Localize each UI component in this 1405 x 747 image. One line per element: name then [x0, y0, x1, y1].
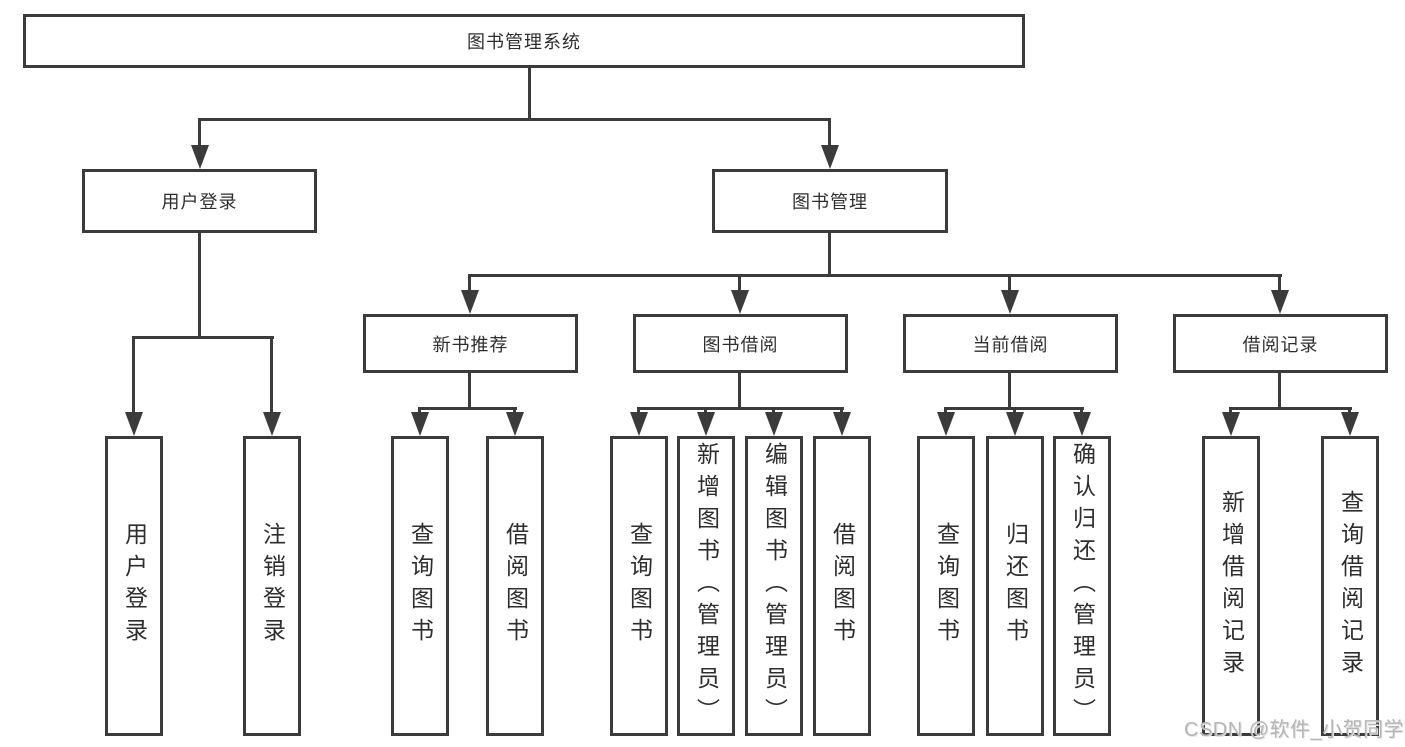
connector-line: [1278, 373, 1281, 409]
node-label: 图书借阅: [702, 334, 779, 355]
arrow-down-icon: [765, 412, 783, 436]
node-label: 编辑图书（管理员）: [761, 442, 788, 730]
connector-line: [132, 336, 135, 414]
arrow-down-icon: [833, 412, 851, 436]
node-label: 查询图书: [626, 522, 653, 650]
node-user-login: 用户登录: [82, 169, 317, 233]
arrow-down-icon: [411, 412, 429, 436]
arrow-down-icon: [821, 145, 839, 169]
node-label: 查询借阅记录: [1337, 490, 1364, 682]
connector-line: [468, 373, 471, 409]
connector-line: [198, 118, 831, 121]
connector-line: [468, 274, 1282, 277]
node-label: 图书管理: [792, 192, 868, 212]
leaf-borrow-books-borrow: 借阅图书: [813, 436, 871, 736]
leaf-logout: 注销登录: [243, 436, 301, 736]
connector-line: [1278, 274, 1281, 292]
arrow-down-icon: [1271, 290, 1289, 314]
connector-line: [1008, 274, 1011, 292]
leaf-return-books: 归还图书: [986, 436, 1044, 736]
connector-line: [132, 336, 274, 339]
arrow-down-icon: [1006, 412, 1024, 436]
arrow-down-icon: [1341, 412, 1359, 436]
node-label: 新增借阅记录: [1218, 490, 1245, 682]
connector-line: [738, 373, 741, 409]
node-label: 用户登录: [121, 522, 148, 650]
node-label: 当前借阅: [972, 334, 1049, 355]
arrow-down-icon: [506, 412, 524, 436]
arrow-down-icon: [937, 412, 955, 436]
connector-line: [1008, 373, 1011, 409]
connector-line: [198, 118, 201, 148]
leaf-borrow-books-recommend: 借阅图书: [486, 436, 544, 736]
leaf-query-books-borrow: 查询图书: [610, 436, 668, 736]
leaf-query-books-recommend: 查询图书: [391, 436, 449, 736]
arrow-down-icon: [461, 290, 479, 314]
node-label: 图书管理系统: [467, 32, 581, 52]
connector-line: [738, 274, 741, 292]
arrow-down-icon: [191, 145, 209, 169]
leaf-query-borrow-record: 查询借阅记录: [1321, 436, 1379, 736]
connector-line: [528, 68, 531, 118]
node-label: 新书推荐: [432, 334, 509, 355]
node-borrow-records: 借阅记录: [1173, 314, 1388, 373]
connector-line: [270, 336, 273, 414]
node-label: 注销登录: [259, 522, 286, 650]
node-label: 用户登录: [161, 192, 238, 212]
node-book-borrowing: 图书借阅: [633, 314, 848, 373]
node-label: 查询图书: [933, 522, 960, 650]
node-label: 归还图书: [1002, 522, 1029, 650]
node-current-borrowing: 当前借阅: [903, 314, 1118, 373]
node-label: 借阅图书: [829, 522, 856, 650]
node-label: 借阅图书: [502, 522, 529, 650]
leaf-add-books-admin: 新增图书（管理员）: [677, 436, 735, 736]
node-book-management: 图书管理: [712, 169, 948, 233]
leaf-edit-books-admin: 编辑图书（管理员）: [745, 436, 803, 736]
leaf-add-borrow-record: 新增借阅记录: [1202, 436, 1260, 736]
leaf-query-books-current: 查询图书: [917, 436, 975, 736]
leaf-user-login: 用户登录: [105, 436, 163, 736]
node-label: 借阅记录: [1242, 334, 1319, 355]
connector-line: [828, 233, 831, 274]
node-label: 查询图书: [407, 522, 434, 650]
node-new-book-recommend: 新书推荐: [363, 314, 578, 373]
node-library-management-system: 图书管理系统: [23, 14, 1025, 68]
arrow-down-icon: [630, 412, 648, 436]
connector-line: [637, 407, 844, 410]
csdn-watermark: CSDN @软件_小贺同学: [1184, 719, 1405, 741]
node-label: 新增图书（管理员）: [693, 442, 720, 730]
arrow-down-icon: [1001, 290, 1019, 314]
arrow-down-icon: [697, 412, 715, 436]
connector-line: [468, 274, 471, 292]
arrow-down-icon: [1073, 412, 1091, 436]
node-label: 确认归还（管理员）: [1069, 442, 1096, 730]
arrow-down-icon: [1222, 412, 1240, 436]
arrow-down-icon: [731, 290, 749, 314]
arrow-down-icon: [125, 412, 143, 436]
leaf-confirm-return-admin: 确认归还（管理员）: [1053, 436, 1111, 736]
connector-line: [828, 118, 831, 148]
connector-line: [418, 407, 517, 410]
arrow-down-icon: [263, 412, 281, 436]
connector-line: [198, 233, 201, 336]
connector-line: [1229, 407, 1352, 410]
